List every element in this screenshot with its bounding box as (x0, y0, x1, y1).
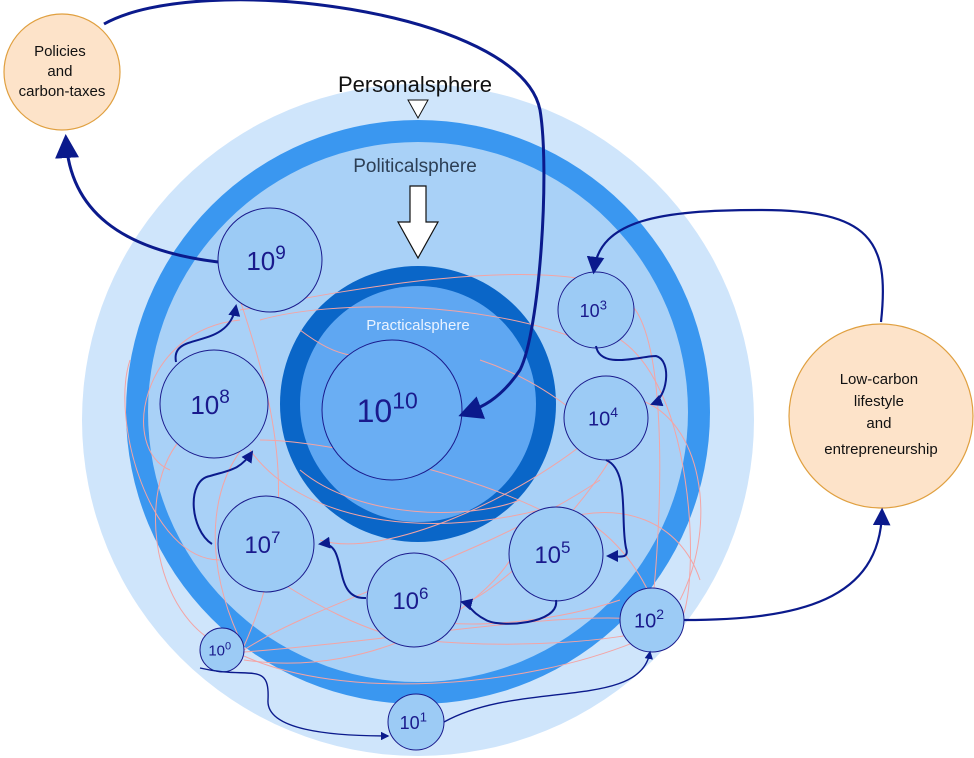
arrow-n3-to-n4 (595, 345, 668, 407)
node-10-pow-2: 102 (619, 587, 685, 653)
node-label: 103 (580, 297, 607, 321)
node-label: 109 (246, 243, 286, 276)
node-circle (217, 207, 323, 313)
node-10-pow-7: 107 (217, 495, 315, 593)
node-label: 102 (634, 606, 664, 632)
node-label: 108 (190, 387, 230, 420)
arrow-policies-to-n10 (103, 0, 546, 419)
arrow-n2-to-lowcarbon (683, 507, 891, 622)
node-10-pow-1: 101 (387, 693, 445, 751)
policies-bubble (3, 13, 121, 131)
node-10-pow-5: 105 (508, 506, 604, 602)
node-label: 105 (534, 538, 570, 569)
arrow-n6-to-n7 (318, 536, 367, 600)
node-10-pow-9: 109 (217, 207, 323, 313)
arrow-n8-to-n9 (174, 304, 241, 363)
personalsphere-title: Personalsphere (338, 72, 492, 97)
arrow-n0-to-n1 (199, 667, 390, 741)
lowcarbon-line-2: lifestyle (854, 393, 904, 410)
arrow-n9-to-policies (55, 134, 219, 264)
personalsphere-arrow-icon (407, 99, 429, 120)
policies-line-1: Policies (34, 43, 86, 60)
lowcarbon-label: Low-carbon lifestyle and entrepreneurshi… (824, 371, 937, 458)
node-label: 106 (392, 584, 428, 615)
arrow-lowcarbon-to-n3 (586, 208, 884, 323)
arrow-n5-to-n6 (460, 598, 558, 625)
node-label: 1010 (357, 388, 418, 429)
node-circle (159, 349, 269, 459)
node-10-pow-3: 103 (557, 271, 635, 349)
node-label: 107 (244, 528, 280, 559)
node-label: 100 (208, 640, 231, 659)
node-label: 104 (588, 404, 618, 430)
politicalsphere-arrow-icon (396, 185, 440, 260)
lowcarbon-line-4: entrepreneurship (824, 441, 937, 458)
policies-line-3: carbon-taxes (19, 83, 106, 100)
node-10-pow-10: 1010 (321, 339, 463, 481)
policies-label: Policies and carbon-taxes (19, 43, 106, 100)
arrow-n7-to-n8 (192, 450, 254, 545)
arrow-n1-to-n2 (443, 650, 653, 723)
policies-line-2: and (47, 63, 72, 80)
node-circle (217, 495, 315, 593)
arrow-n4-to-n5 (605, 459, 628, 563)
node-10-pow-6: 106 (366, 552, 462, 648)
practicalsphere-title: Practicalsphere (366, 317, 469, 334)
node-10-pow-8: 108 (159, 349, 269, 459)
politicalsphere-title: Politicalsphere (353, 156, 477, 177)
lowcarbon-line-1: Low-carbon (840, 371, 918, 388)
node-10-pow-4: 104 (563, 375, 649, 461)
node-label: 101 (400, 709, 427, 733)
node-10-pow-0: 100 (199, 627, 245, 673)
lowcarbon-line-3: and (866, 415, 891, 432)
